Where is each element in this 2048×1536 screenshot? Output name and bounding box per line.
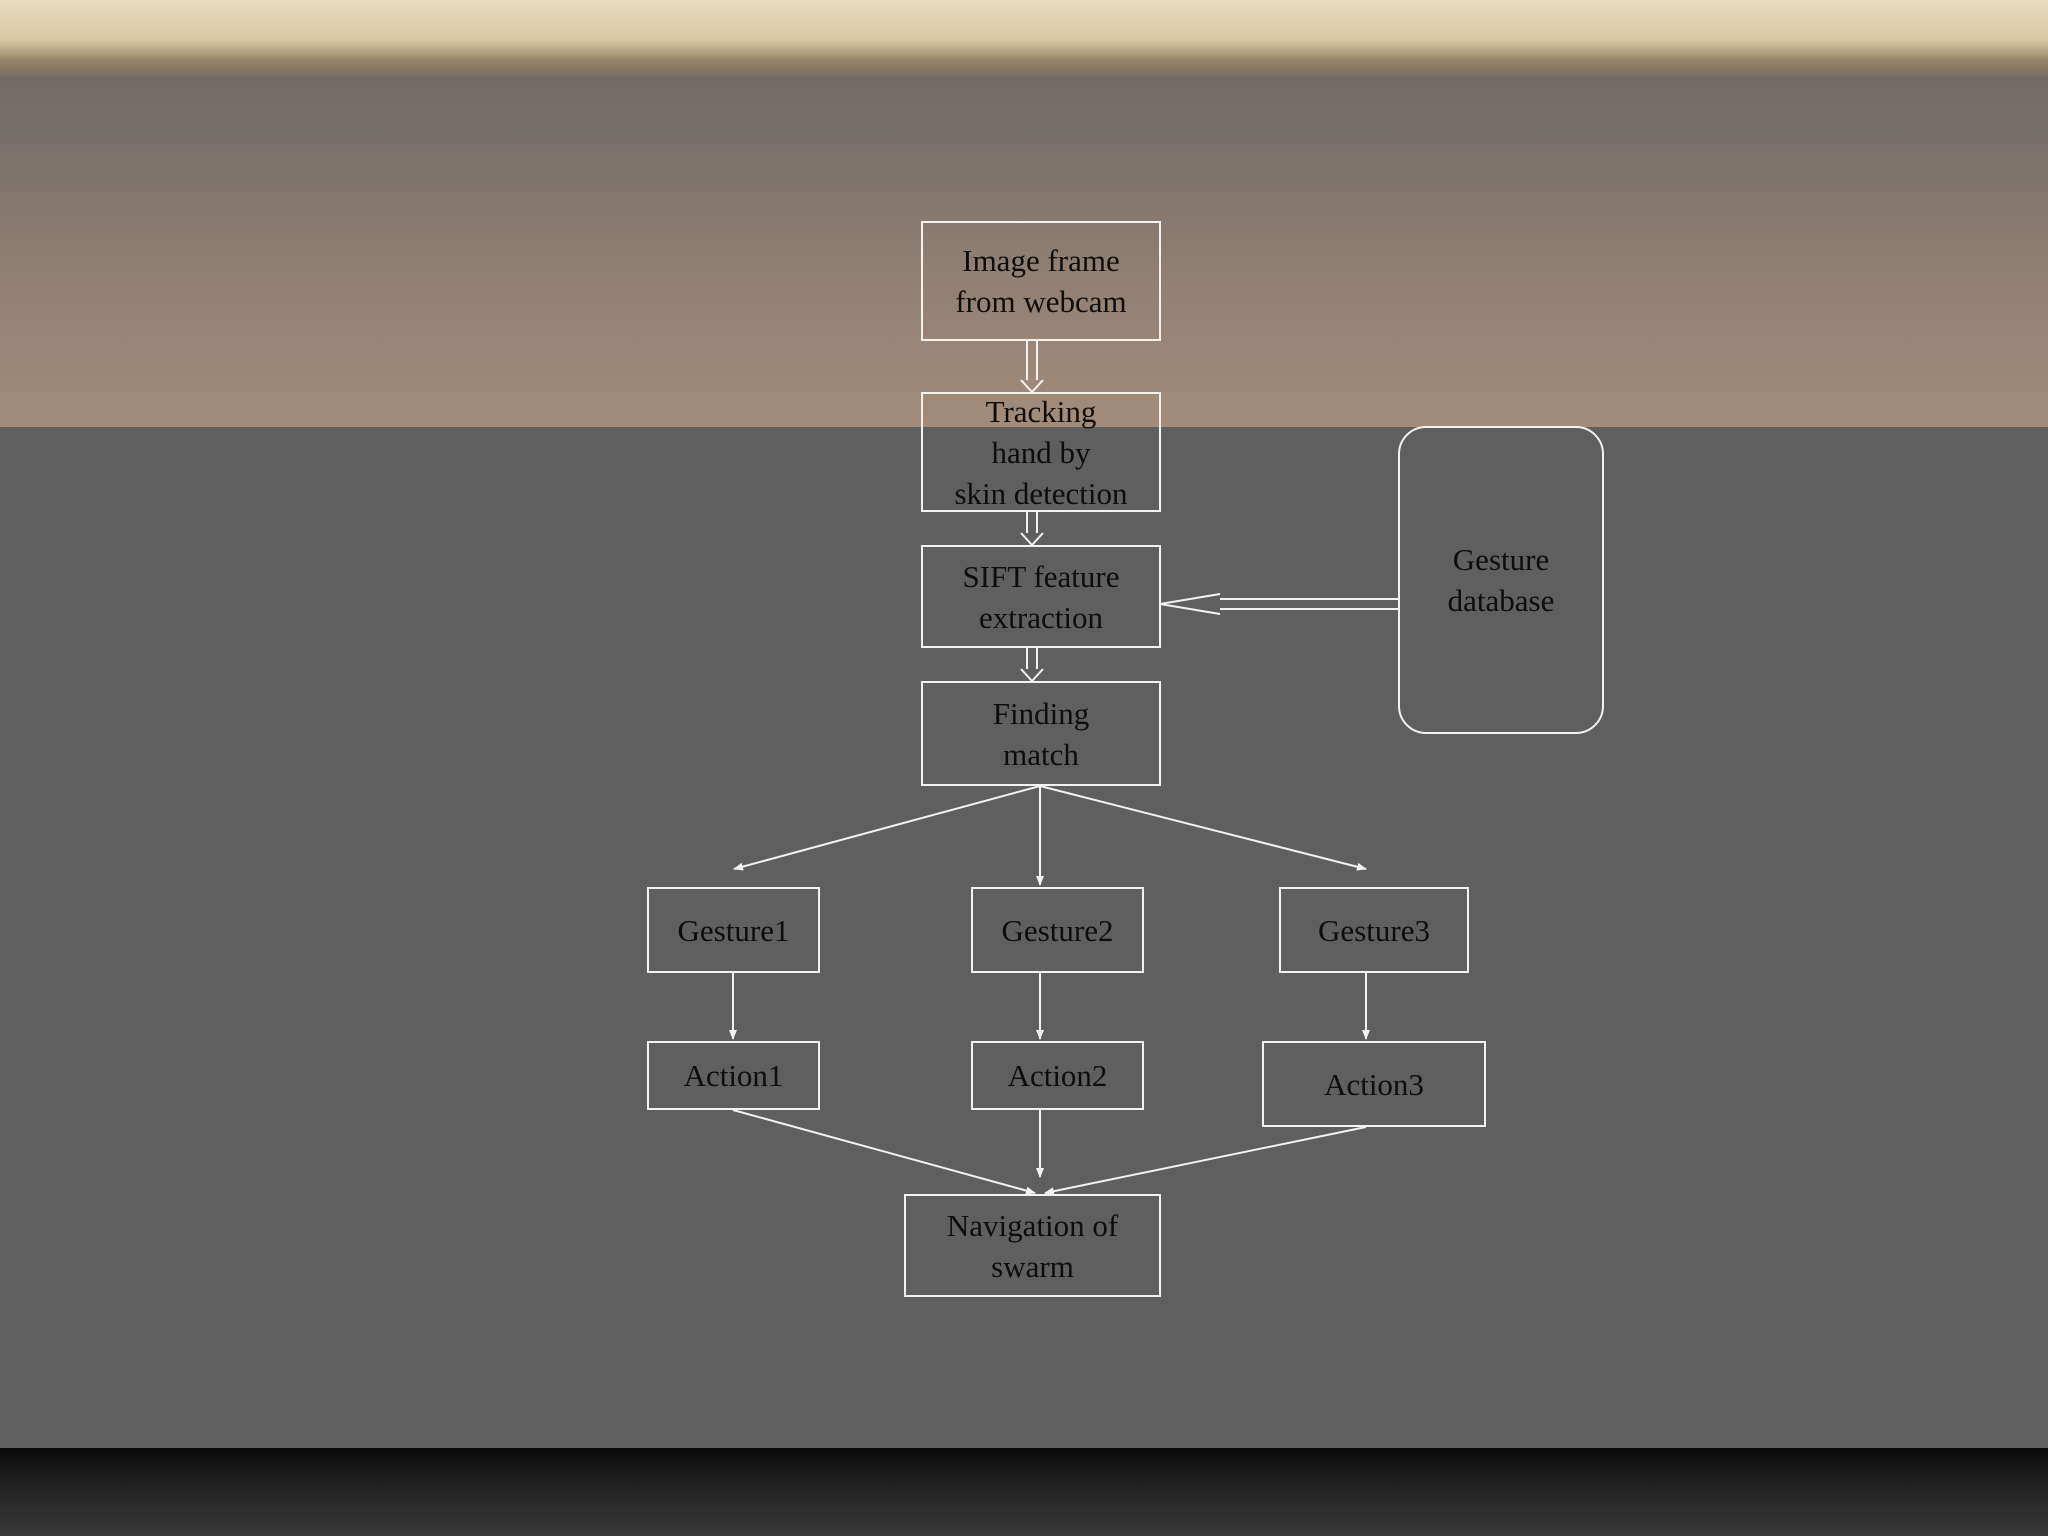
node-gesture1: Gesture1 (647, 887, 820, 973)
edge-action3-to-navigation (1044, 1126, 1367, 1196)
node-finding-match: Finding match (921, 681, 1161, 786)
edge-match-to-gesture1 (733, 785, 1041, 871)
node-tracking-hand-by-skin-detection: Tracking hand by skin detection (921, 392, 1161, 512)
node-image-frame-from-webcam: Image frame from webcam (921, 221, 1161, 341)
node-action2: Action2 (971, 1041, 1144, 1110)
node-action1: Action1 (647, 1041, 820, 1110)
edge-action1-to-navigation (732, 1109, 1036, 1195)
node-gesture-database: Gesture database (1398, 426, 1604, 734)
edge-webcam-to-tracking (1020, 341, 1044, 394)
edge-tracking-to-sift (1020, 512, 1044, 547)
slide-background-landscape-band (0, 0, 2048, 80)
node-gesture3: Gesture3 (1279, 887, 1469, 973)
edge-match-to-gesture3 (1039, 785, 1367, 871)
node-sift-feature-extraction: SIFT feature extraction (921, 545, 1161, 648)
node-gesture2: Gesture2 (971, 887, 1144, 973)
edge-sift-to-match (1020, 648, 1044, 683)
node-navigation-of-swarm: Navigation of swarm (904, 1194, 1161, 1297)
slide-background-footer (0, 1448, 2048, 1536)
node-action3: Action3 (1262, 1041, 1486, 1127)
edge-database-to-sift (1159, 593, 1398, 615)
